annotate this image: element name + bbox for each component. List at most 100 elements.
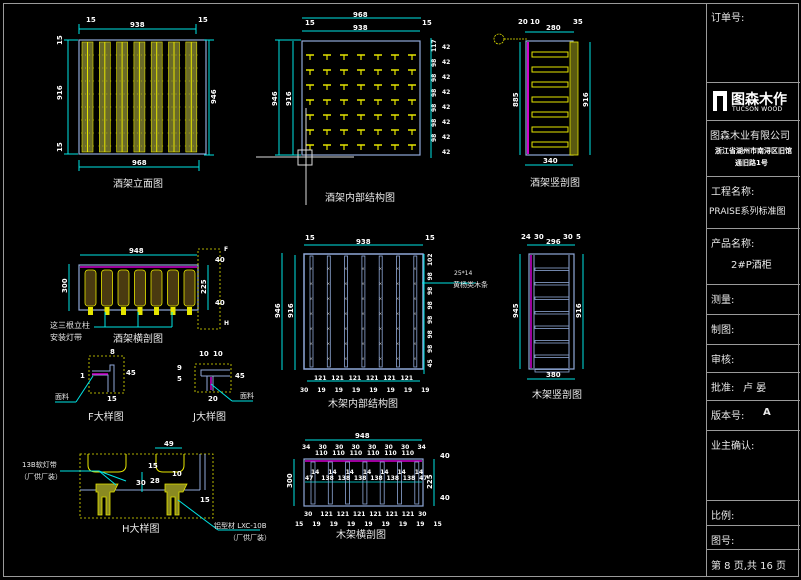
whs-dim-bottom-row: 121 bbox=[337, 511, 350, 518]
ri-dim-right-stack: 117 bbox=[431, 39, 438, 52]
rack-vertical-section-view: 20 10 280 35 885 916 340 酒架竖剖图 bbox=[493, 18, 591, 189]
rhs-note-1: 这三根立柱 bbox=[50, 320, 90, 330]
wi-dim-right-stack: 98 bbox=[427, 345, 434, 353]
slat bbox=[309, 255, 314, 368]
slat-marker: × bbox=[413, 281, 416, 286]
bottle-foot bbox=[88, 307, 93, 315]
df-dim-bottom: 15 bbox=[107, 395, 117, 403]
whs-dim-top-row: 30 bbox=[401, 444, 409, 451]
shelf bbox=[531, 51, 569, 58]
rvs-dim-right: 916 bbox=[582, 92, 590, 107]
wi-dim-bottom-bottom: 30 bbox=[300, 387, 308, 394]
whs-dim-bottom-sub: 15 bbox=[433, 521, 441, 528]
wi-dim-bottom-bottom: 19 bbox=[317, 387, 325, 394]
slat-marker: × bbox=[413, 326, 416, 331]
rvs-dim-top-3: 35 bbox=[573, 18, 583, 26]
shelf bbox=[531, 66, 569, 73]
dj-dim-bottom: 20 bbox=[208, 395, 218, 403]
drawing-no-label: 图号: bbox=[711, 536, 735, 547]
wood-vertical-section-view: 24 30 296 30 5 945 916 380 木架竖剖图 bbox=[512, 233, 584, 401]
whs-dim-bottom-row: 121 bbox=[369, 511, 382, 518]
whs-frame bbox=[303, 458, 424, 507]
ri-dim-left-inner: 916 bbox=[285, 91, 293, 106]
slat-marker: × bbox=[361, 266, 364, 271]
slat-marker: × bbox=[379, 296, 382, 301]
df-title: F大样图 bbox=[88, 410, 124, 423]
order-no-cell: 订单号: bbox=[707, 3, 800, 83]
product-name: 2#P酒柜 bbox=[731, 260, 772, 271]
rack-horizontal-section-view: 948 300 40 225 40 F H 这三根立柱 安装灯带 酒架横剖图 bbox=[50, 246, 229, 345]
wvs-dim-left: 945 bbox=[512, 303, 520, 318]
shelf bbox=[534, 325, 570, 329]
rhs-dim-right-bottom: 40 bbox=[215, 299, 225, 307]
review-cell: 审核: bbox=[707, 345, 800, 373]
ri-dim-right-stack: 98 bbox=[431, 134, 438, 142]
owner-confirm-cell: 业主确认: bbox=[707, 431, 800, 501]
whs-dim-bottom-sub: 15 bbox=[295, 521, 303, 528]
post bbox=[345, 461, 351, 505]
slat-marker: × bbox=[310, 326, 313, 331]
project-name: PRAISE系列标准图 bbox=[709, 207, 786, 217]
ri-dim-left-outer: 946 bbox=[271, 91, 279, 106]
whs-dim-top-row: 30 bbox=[335, 444, 343, 451]
whs-dim-top-sub: 110 bbox=[367, 450, 380, 457]
wi-dim-right-stack: 98 bbox=[427, 330, 434, 338]
whs-dim-bottom-row: 121 bbox=[386, 511, 399, 518]
slat-marker: × bbox=[413, 266, 416, 271]
slat-marker: × bbox=[379, 266, 382, 271]
wvs-dim-top-2: 296 bbox=[546, 238, 561, 246]
df-dim-top: 8 bbox=[110, 348, 115, 356]
rhs-dim-left: 300 bbox=[61, 278, 69, 293]
dh-dim-mid-2: 28 bbox=[150, 477, 160, 485]
survey-cell: 测量: bbox=[707, 285, 800, 315]
slat bbox=[344, 255, 349, 368]
slat bbox=[361, 255, 366, 368]
product-name-label: 产品名称: bbox=[711, 239, 755, 250]
slat-marker: × bbox=[327, 296, 330, 301]
bottle bbox=[183, 269, 196, 307]
dh-note-left-2: （厂供厂装） bbox=[20, 472, 62, 481]
whs-dim-bottom-sub: 19 bbox=[364, 521, 372, 528]
slat-marker: × bbox=[396, 356, 399, 361]
whs-dim-mid-sub: 47 bbox=[305, 475, 313, 482]
dj-dim-left-0: 9 bbox=[177, 364, 182, 372]
slat-marker: × bbox=[361, 281, 364, 286]
wvs-title: 木架竖剖图 bbox=[532, 388, 582, 401]
slat-marker: × bbox=[413, 341, 416, 346]
fe-dim-left-mid: 916 bbox=[56, 85, 64, 100]
ri-dim-right-sub: 42 bbox=[442, 89, 450, 96]
ri-dim-top-left: 15 bbox=[305, 19, 315, 27]
dh-title: H大样图 bbox=[122, 522, 160, 535]
detail-f-view: 8 1 45 15 面料 F大样图 bbox=[55, 348, 136, 423]
bottle bbox=[84, 269, 97, 307]
whs-dim-top: 948 bbox=[355, 432, 370, 440]
fe-dim-left-top: 15 bbox=[56, 35, 64, 45]
rvs-frame bbox=[525, 40, 574, 156]
logo-cell: 图森木作 TUCSON WOOD bbox=[707, 83, 800, 121]
shelf bbox=[531, 126, 569, 133]
title-block: 订单号: 图森木作 TUCSON WOOD 图森木业有限公司 浙江省湖州市南浔区… bbox=[706, 3, 800, 577]
dh-note-left-1: 13B软灯带 bbox=[22, 460, 57, 469]
ri-dim-top-right: 15 bbox=[422, 19, 432, 27]
post bbox=[414, 461, 420, 505]
bottle bbox=[134, 269, 146, 307]
whs-dim-bottom-sub: 19 bbox=[312, 521, 320, 528]
slat-marker: × bbox=[379, 281, 382, 286]
drawing-cell: 制图: bbox=[707, 315, 800, 345]
slat-marker: × bbox=[310, 281, 313, 286]
bottle-foot bbox=[170, 307, 176, 315]
whs-dim-mid-row: 14 bbox=[398, 469, 406, 476]
whs-dim-mid-row: 14 bbox=[363, 469, 371, 476]
wi-dim-right-stack: 98 bbox=[427, 272, 434, 280]
slat-marker: × bbox=[327, 356, 330, 361]
post bbox=[310, 461, 316, 505]
slat-marker: × bbox=[396, 341, 399, 346]
dj-dim-top-1: 10 bbox=[213, 350, 223, 358]
slat bbox=[396, 255, 400, 368]
wi-dim-bottom-top: 121 bbox=[349, 375, 362, 382]
slat-marker: × bbox=[361, 296, 364, 301]
product-name-cell: 产品名称: 2#P酒柜 bbox=[707, 229, 800, 285]
whs-dim-top-sub: 110 bbox=[350, 450, 363, 457]
rhs-title: 酒架横剖图 bbox=[113, 332, 163, 345]
